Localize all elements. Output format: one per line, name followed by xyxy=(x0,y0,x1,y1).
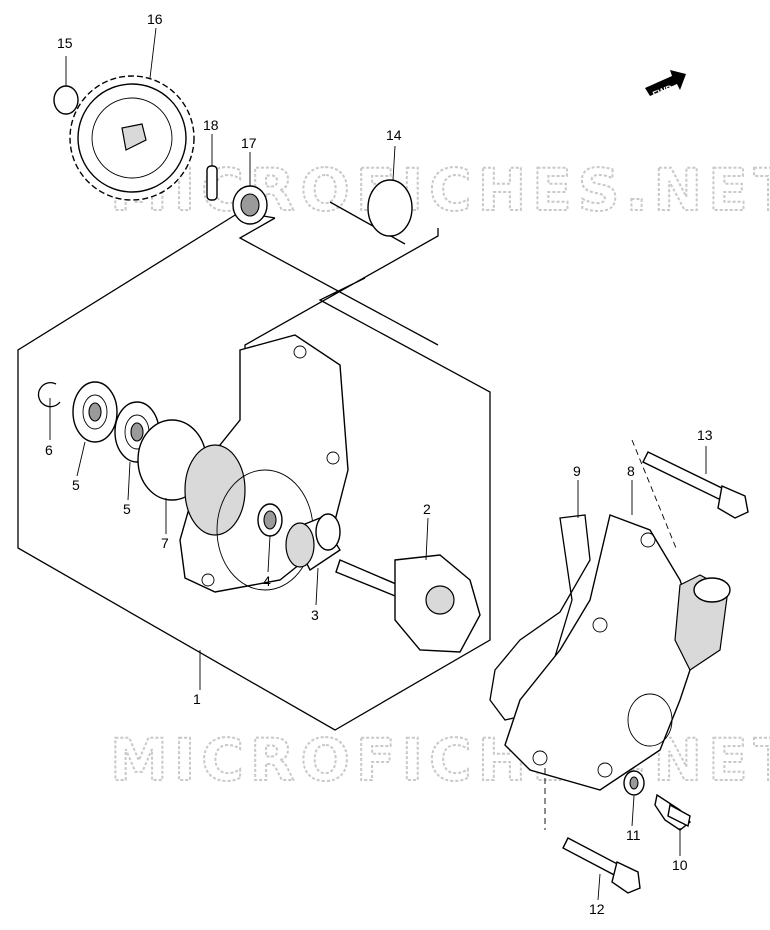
callout-12: 12 xyxy=(589,901,605,917)
callout-3: 3 xyxy=(311,607,319,623)
bolt-12 xyxy=(562,837,641,894)
callout-13: 13 xyxy=(697,427,713,443)
callout-11: 11 xyxy=(626,827,641,843)
seal-4 xyxy=(257,503,283,537)
callout-5a: 5 xyxy=(72,477,80,493)
callout-5b: 5 xyxy=(123,501,131,517)
leader-lines xyxy=(49,27,707,901)
bolt-13 xyxy=(642,451,749,519)
sprocket-gear xyxy=(69,75,195,201)
washer-11 xyxy=(623,770,645,796)
callout-18: 18 xyxy=(203,117,219,133)
bolt-10 xyxy=(654,793,691,831)
callout-2: 2 xyxy=(423,501,431,517)
callout-15: 15 xyxy=(57,35,73,51)
callout-6: 6 xyxy=(45,442,53,458)
callout-14: 14 xyxy=(386,127,402,143)
callout-8: 8 xyxy=(627,463,635,479)
bearing-5a xyxy=(72,381,118,443)
callout-16: 16 xyxy=(147,11,163,27)
circlip-6 xyxy=(37,382,61,408)
pump-cover-8 xyxy=(504,514,731,791)
callout-1: 1 xyxy=(193,691,201,707)
circlip-15 xyxy=(53,85,79,115)
mechanical-seal-3 xyxy=(285,513,341,572)
o-ring-14 xyxy=(367,179,413,237)
watermark-bottom: MICROFICHES.NET xyxy=(110,726,770,794)
gasket-9 xyxy=(489,514,591,721)
fwd-arrow-icon: FWD xyxy=(645,70,686,100)
washer-17 xyxy=(232,185,268,225)
callout-10: 10 xyxy=(672,857,688,873)
callout-4: 4 xyxy=(263,573,271,589)
impeller-2 xyxy=(335,554,481,653)
callout-9: 9 xyxy=(573,463,581,479)
watermark-top: MICROFICHES.NET xyxy=(110,156,770,224)
callout-17: 17 xyxy=(241,135,257,151)
callout-7: 7 xyxy=(161,535,169,551)
dowel-pin-18 xyxy=(206,165,218,201)
